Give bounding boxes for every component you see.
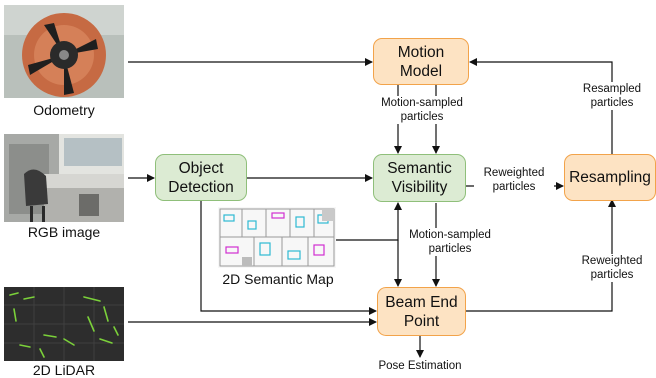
semantic-visibility-node: Semantic Visibility xyxy=(373,154,466,202)
motion-model-node: Motion Model xyxy=(373,38,469,85)
object-detection-node: Object Detection xyxy=(155,154,247,201)
lidar-image xyxy=(4,287,124,361)
object-detection-label: Object Detection xyxy=(168,159,234,196)
edge-label-reweighted-top: Reweighted particles xyxy=(474,166,554,194)
beam-end-point-node: Beam End Point xyxy=(377,287,466,336)
edge-label-resampled: Resampled particles xyxy=(570,82,654,110)
arrow-resampling-to-motion xyxy=(469,58,613,154)
motion-model-label: Motion Model xyxy=(397,43,445,80)
resampling-node: Resampling xyxy=(564,154,656,201)
resampling-label: Resampling xyxy=(569,169,651,186)
odometry-caption: Odometry xyxy=(33,102,95,118)
edge-label-reweighted-bottom: Reweighted particles xyxy=(570,254,654,282)
pose-estimation-label: Pose Estimation xyxy=(378,360,462,372)
edge-label-motion-sampled-bottom: Motion-sampled particles xyxy=(402,228,498,256)
rgb-image-caption: RGB image xyxy=(27,224,101,240)
arrow-map-to-visibility xyxy=(336,202,402,241)
beam-end-point-label: Beam End Point xyxy=(385,293,458,330)
lidar-caption: 2D LiDAR xyxy=(32,362,96,378)
semantic-map-caption: 2D Semantic Map xyxy=(222,271,334,287)
rgb-image xyxy=(4,134,124,222)
semantic-map-image xyxy=(218,207,336,268)
edge-label-motion-sampled-top: Motion-sampled particles xyxy=(374,96,470,124)
arrow-beam-to-resampling xyxy=(466,199,616,312)
odometry-image xyxy=(4,5,124,98)
semantic-visibility-label: Semantic Visibility xyxy=(387,160,452,196)
arrow-detection-to-beam xyxy=(200,200,377,315)
